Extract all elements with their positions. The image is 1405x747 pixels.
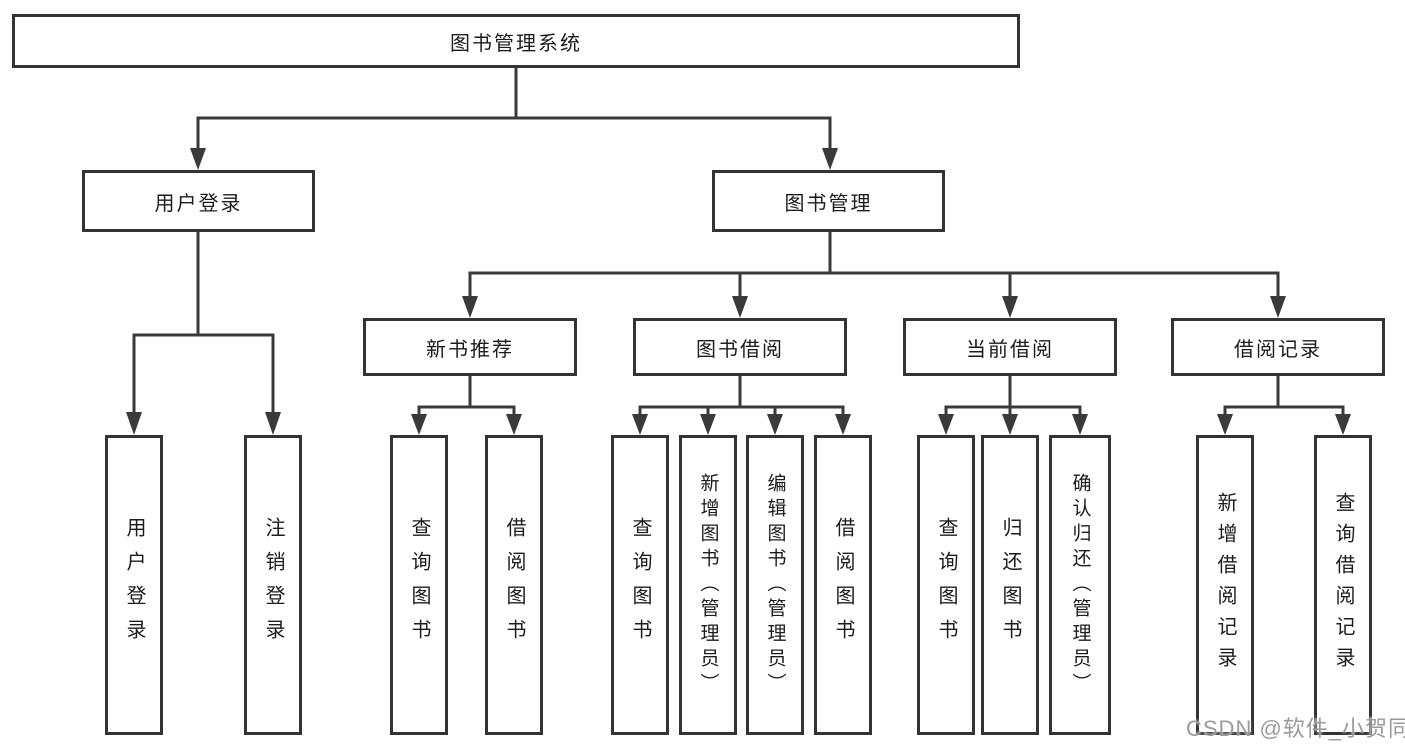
leaf-current-confirm-admin-label: 确认归还（管理员） — [1069, 472, 1091, 698]
leaf-borrow-edit-admin-label: 编辑图书（管理员） — [764, 472, 786, 698]
node-book-borrow: 图书借阅 — [633, 318, 847, 376]
node-new-book-rec: 新书推荐 — [363, 318, 577, 376]
node-root: 图书管理系统 — [12, 14, 1020, 68]
leaf-newbook-borrow-label: 借阅图书 — [503, 517, 525, 653]
node-book-mgmt: 图书管理 — [712, 170, 945, 232]
leaf-current-confirm-admin: 确认归还（管理员） — [1049, 435, 1111, 735]
node-new-book-rec-label: 新书推荐 — [426, 338, 514, 361]
edges-book-borrow — [632, 374, 851, 435]
leaf-borrow-borrow: 借阅图书 — [814, 435, 872, 735]
node-book-borrow-label: 图书借阅 — [696, 338, 784, 361]
leaf-borrow-query-label: 查询图书 — [629, 517, 651, 653]
leaf-newbook-query: 查询图书 — [390, 435, 448, 735]
edges-book-mgmt — [462, 230, 1286, 318]
leaf-logout: 注销登录 — [244, 435, 302, 735]
csdn-watermark: CSDN @软件_小贺同学 — [1186, 716, 1405, 741]
edges-current-borrow — [938, 374, 1088, 435]
leaf-borrow-query: 查询图书 — [611, 435, 669, 735]
edges-user-login — [126, 230, 281, 435]
node-current-borrow: 当前借阅 — [903, 318, 1117, 376]
leaf-newbook-borrow: 借阅图书 — [485, 435, 543, 735]
leaf-borrow-edit-admin: 编辑图书（管理员） — [746, 435, 804, 735]
node-user-login-label: 用户登录 — [154, 192, 243, 215]
leaf-borrow-add-admin: 新增图书（管理员） — [679, 435, 737, 735]
leaf-current-return: 归还图书 — [981, 435, 1039, 735]
leaf-current-query-label: 查询图书 — [935, 517, 957, 653]
node-borrow-record-label: 借阅记录 — [1234, 338, 1322, 361]
node-book-mgmt-label: 图书管理 — [784, 192, 873, 215]
node-borrow-record: 借阅记录 — [1171, 318, 1385, 376]
leaf-borrow-add-admin-label: 新增图书（管理员） — [697, 472, 719, 698]
leaf-current-return-label: 归还图书 — [999, 517, 1021, 653]
node-current-borrow-label: 当前借阅 — [966, 338, 1054, 361]
node-user-login: 用户登录 — [82, 170, 315, 232]
edges-borrow-record — [1217, 374, 1351, 435]
leaf-record-query: 查询借阅记录 — [1314, 435, 1372, 735]
leaf-borrow-borrow-label: 借阅图书 — [832, 517, 854, 653]
leaf-record-add-label: 新增借阅记录 — [1214, 492, 1236, 678]
leaf-user-login-label: 用户登录 — [123, 517, 145, 653]
leaf-user-login: 用户登录 — [105, 435, 163, 735]
leaf-record-add: 新增借阅记录 — [1196, 435, 1254, 735]
leaf-newbook-query-label: 查询图书 — [408, 517, 430, 653]
edges-new-book-rec — [411, 374, 522, 435]
leaf-record-query-label: 查询借阅记录 — [1332, 492, 1354, 678]
edges-root — [190, 66, 838, 170]
leaf-logout-label: 注销登录 — [262, 517, 284, 653]
leaf-current-query: 查询图书 — [917, 435, 975, 735]
node-root-label: 图书管理系统 — [450, 32, 582, 55]
